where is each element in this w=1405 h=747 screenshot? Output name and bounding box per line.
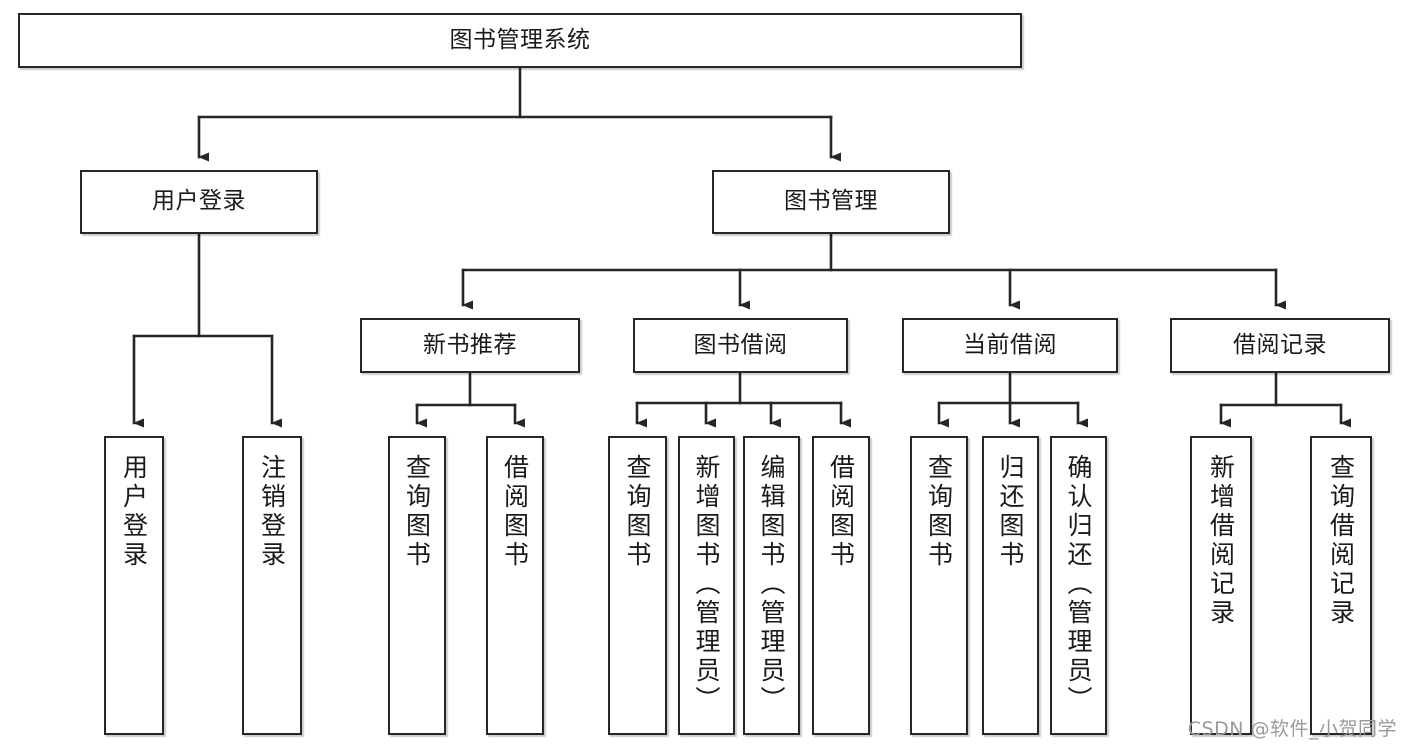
leaf-node-12[interactable]: 查询借阅记录 [1310,436,1372,735]
level3-node-2[interactable]: 当前借阅 [902,318,1118,373]
leaf-node-10[interactable]: 确认归还（管理员） [1050,436,1107,735]
root-node-label: 图书管理系统 [449,26,591,53]
leaf-node-9[interactable]: 归还图书 [982,436,1039,735]
level3-node-label: 图书借阅 [693,331,788,358]
leaf-node-label: 查询图书 [924,454,954,570]
connector-lines [132,66,1351,428]
level2-node-label: 用户登录 [152,188,246,215]
leaf-node-3[interactable]: 借阅图书 [486,436,544,735]
root-node-0[interactable]: 图书管理系统 [18,13,1022,68]
leaf-node-label: 新增图书（管理员） [692,454,721,715]
leaf-node-6[interactable]: 编辑图书（管理员） [743,436,800,735]
level3-node-1[interactable]: 图书借阅 [633,318,848,373]
leaf-node-label: 用户登录 [119,454,149,570]
leaf-node-label: 查询图书 [402,454,432,570]
level2-node-1[interactable]: 图书管理 [712,170,950,234]
leaf-node-5[interactable]: 新增图书（管理员） [678,436,735,735]
level2-node-label: 图书管理 [784,188,878,215]
level3-node-label: 借阅记录 [1233,331,1327,358]
leaf-node-8[interactable]: 查询图书 [910,436,968,735]
leaf-node-label: 归还图书 [996,454,1025,570]
leaf-node-2[interactable]: 查询图书 [388,436,446,735]
leaf-node-1[interactable]: 注销登录 [242,436,302,735]
leaf-node-label: 编辑图书（管理员） [757,454,786,715]
leaf-node-label: 新增借阅记录 [1206,454,1236,628]
leaf-node-4[interactable]: 查询图书 [608,436,667,735]
level3-node-label: 当前借阅 [963,331,1057,358]
level3-node-0[interactable]: 新书推荐 [360,318,580,373]
leaf-node-label: 借阅图书 [500,454,530,570]
leaf-node-label: 借阅图书 [826,454,856,570]
leaf-node-label: 查询图书 [623,454,652,570]
level2-node-0[interactable]: 用户登录 [80,170,318,234]
leaf-node-label: 确认归还（管理员） [1064,454,1093,715]
leaf-node-label: 查询借阅记录 [1326,454,1356,628]
leaf-node-0[interactable]: 用户登录 [104,436,164,735]
level3-node-3[interactable]: 借阅记录 [1170,318,1390,373]
leaf-node-label: 注销登录 [257,454,287,570]
level3-node-label: 新书推荐 [423,331,517,358]
leaf-node-7[interactable]: 借阅图书 [812,436,870,735]
leaf-node-11[interactable]: 新增借阅记录 [1190,436,1252,735]
